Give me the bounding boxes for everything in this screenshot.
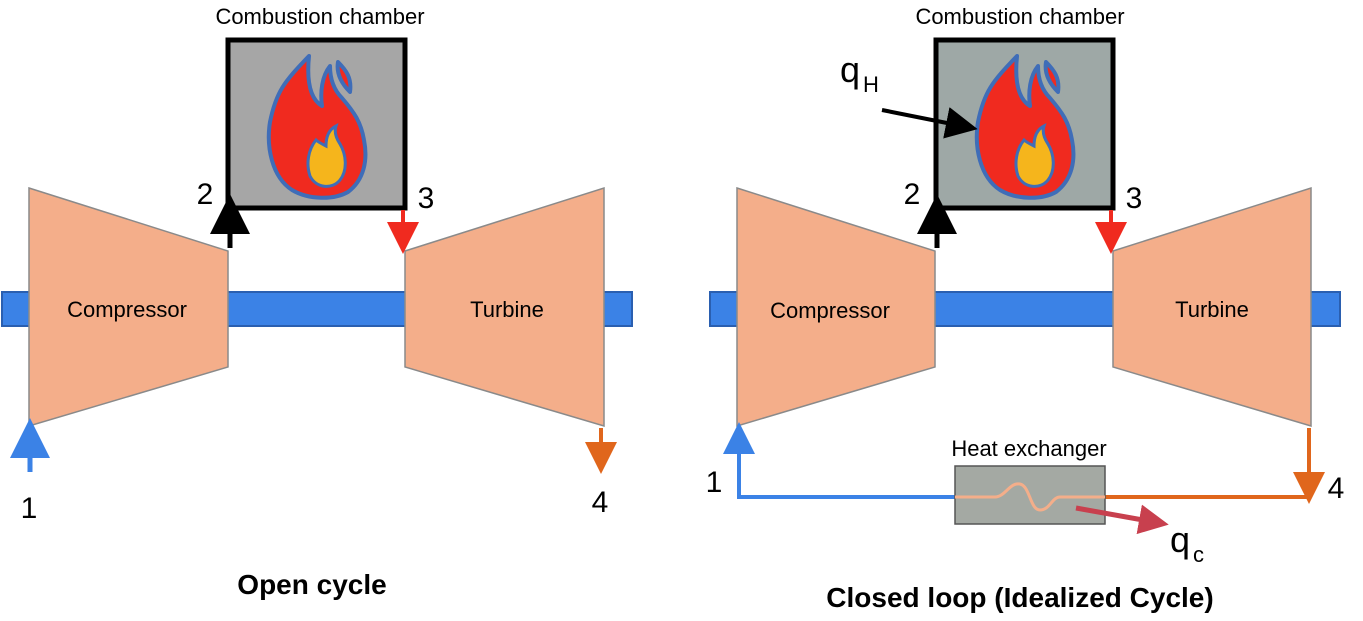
- turbine: [1112, 186, 1312, 428]
- heat-out-arrow: [1075, 504, 1169, 535]
- heat-in-subscript: H: [863, 72, 879, 97]
- heat-out-subscript: c: [1193, 542, 1204, 567]
- heat-in-arrow: [881, 107, 978, 139]
- combustion-chamber-label: Combustion chamber: [915, 4, 1124, 29]
- heat-exchanger: [954, 465, 1106, 525]
- state-point-2: 2: [904, 178, 921, 211]
- compressor-label: Compressor: [770, 298, 890, 323]
- state-point-1: 1: [706, 466, 723, 499]
- heat-exchanger-label: Heat exchanger: [951, 436, 1106, 461]
- return-pipe-hot: [1104, 428, 1311, 499]
- compressor-label: Compressor: [67, 297, 187, 322]
- state-point-3: 3: [418, 182, 435, 215]
- state-point-3: 3: [1126, 182, 1143, 215]
- heat-out-symbol: q: [1170, 519, 1190, 560]
- flame-icon: [266, 54, 368, 200]
- heat-exchanger-coil: [955, 482, 1105, 512]
- open-cycle-caption: Open cycle: [237, 569, 386, 600]
- return-pipe-cold: [723, 422, 955, 499]
- heat-in-symbol: q: [840, 49, 860, 90]
- state-point-4: 4: [592, 486, 609, 519]
- turbine: [404, 186, 605, 428]
- compressor: [736, 186, 936, 428]
- turbine-label: Turbine: [470, 297, 544, 322]
- combustion-chamber-label: Combustion chamber: [215, 4, 424, 29]
- state-point-4: 4: [1328, 472, 1345, 505]
- closed-loop-caption: Closed loop (Idealized Cycle): [826, 582, 1213, 613]
- closed-loop-panel: Compressor Turbine Combustion chamber q …: [706, 4, 1345, 613]
- turbine-label: Turbine: [1175, 297, 1249, 322]
- open-cycle-panel: Compressor Turbine Combustion chamber 2 …: [1, 4, 633, 600]
- state-point-2: 2: [197, 178, 214, 211]
- compressor: [28, 186, 229, 428]
- state-point-1: 1: [21, 492, 38, 525]
